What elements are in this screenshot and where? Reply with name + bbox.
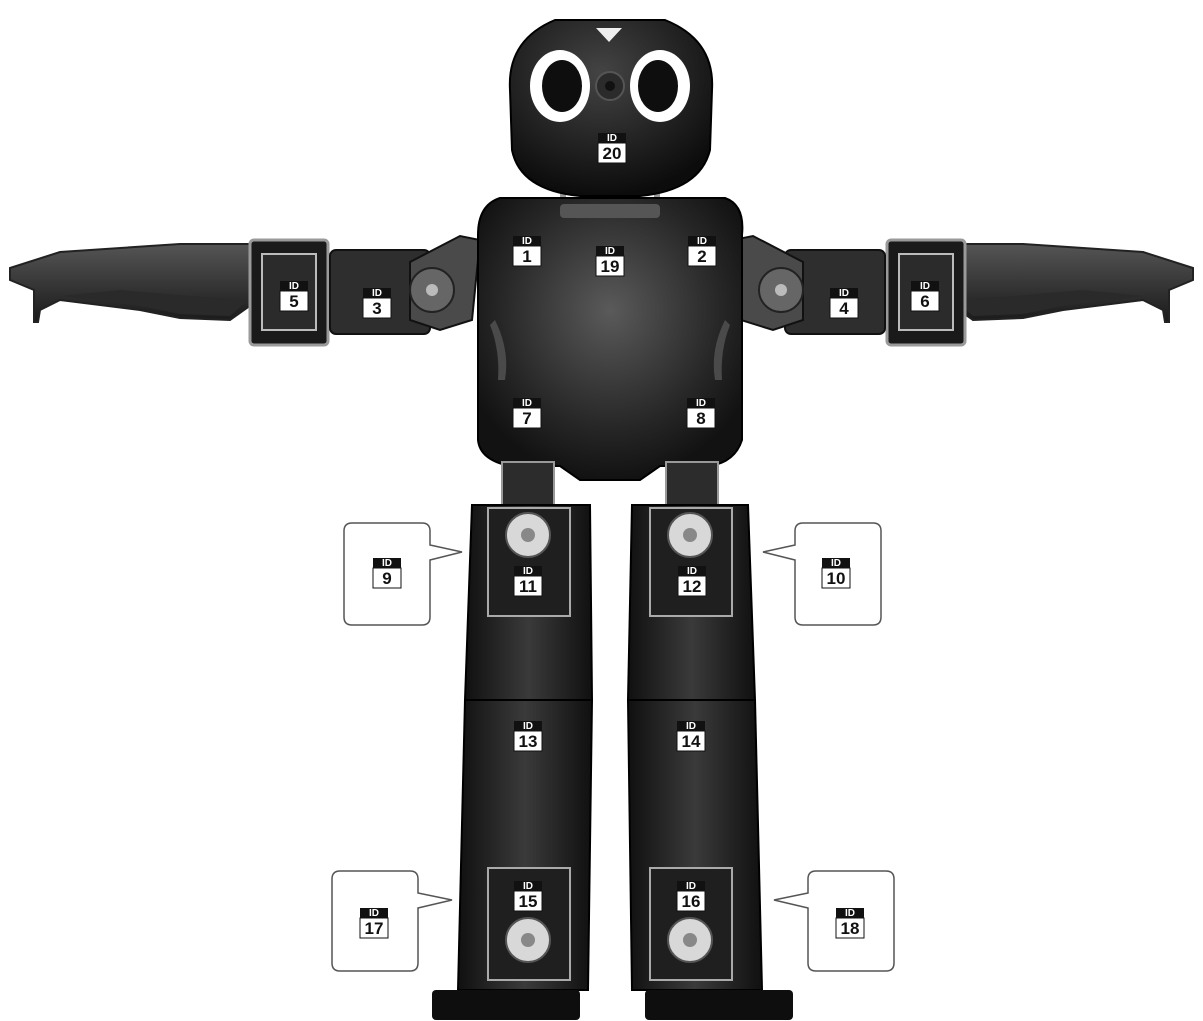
id-tag-label: ID — [920, 281, 930, 292]
callout-9 — [344, 523, 462, 625]
camera-lens — [605, 81, 615, 91]
id-tag-9: ID9 — [373, 558, 401, 588]
id-tag-number: 15 — [519, 892, 538, 911]
right-hip-hub — [683, 528, 697, 542]
id-tag-number: 7 — [522, 409, 531, 428]
left-hip-hub — [521, 528, 535, 542]
id-tag-label: ID — [372, 288, 382, 299]
id-tag-label: ID — [687, 566, 697, 577]
id-tag-label: ID — [605, 246, 615, 257]
id-tag-number: 16 — [682, 892, 701, 911]
id-tag-label: ID — [686, 881, 696, 892]
id-tag-label: ID — [523, 881, 533, 892]
id-tag-label: ID — [845, 908, 855, 919]
id-tag-number: 17 — [365, 919, 384, 938]
id-tag-label: ID — [382, 558, 392, 569]
id-tag-label: ID — [696, 398, 706, 409]
id-tag-number: 2 — [697, 247, 706, 266]
left-foot — [432, 990, 580, 1020]
head — [510, 20, 712, 206]
id-tag-2: ID2 — [688, 236, 716, 266]
id-tag-label: ID — [686, 721, 696, 732]
id-tag-number: 20 — [603, 144, 622, 163]
id-tag-label: ID — [369, 908, 379, 919]
callout-17 — [332, 871, 452, 971]
id-tag-8: ID8 — [687, 398, 715, 428]
left-leg — [432, 462, 592, 1020]
id-tag-label: ID — [523, 566, 533, 577]
id-tag-number: 3 — [372, 299, 381, 318]
torso-top-strip — [560, 204, 660, 218]
right-hip-bracket — [666, 462, 718, 510]
id-tag-number: 10 — [827, 569, 846, 588]
right-eye-pupil — [638, 60, 678, 112]
id-tag-label: ID — [831, 558, 841, 569]
id-tag-number: 18 — [841, 919, 860, 938]
callout-18 — [774, 871, 894, 971]
id-tag-1: ID1 — [513, 236, 541, 266]
id-tag-label: ID — [523, 721, 533, 732]
id-tag-4: ID4 — [830, 288, 858, 318]
id-tag-number: 13 — [519, 732, 538, 751]
id-tag-3: ID3 — [363, 288, 391, 318]
left-hip-bracket — [502, 462, 554, 510]
id-tag-number: 12 — [683, 577, 702, 596]
id-tag-5: ID5 — [280, 281, 308, 311]
id-tag-number: 11 — [519, 577, 537, 596]
id-tag-number: 9 — [382, 569, 391, 588]
id-tag-number: 4 — [839, 299, 849, 318]
right-leg — [628, 462, 793, 1020]
id-tag-number: 14 — [682, 732, 701, 751]
id-tag-label: ID — [522, 398, 532, 409]
left-eye-pupil — [542, 60, 582, 112]
left-shoulder-hub — [426, 284, 438, 296]
left-ankle-hub — [521, 933, 535, 947]
id-tag-7: ID7 — [513, 398, 541, 428]
right-ankle-hub — [683, 933, 697, 947]
id-tag-number: 1 — [522, 247, 531, 266]
id-tag-label: ID — [289, 281, 299, 292]
id-tag-label: ID — [839, 288, 849, 299]
right-arm — [733, 236, 1193, 345]
right-shoulder-hub — [775, 284, 787, 296]
id-tag-number: 8 — [696, 409, 705, 428]
id-tag-label: ID — [697, 236, 707, 247]
id-tag-6: ID6 — [911, 281, 939, 311]
id-tag-number: 5 — [289, 292, 298, 311]
left-arm — [10, 236, 480, 345]
id-tag-label: ID — [522, 236, 532, 247]
right-foot — [645, 990, 793, 1020]
id-tag-label: ID — [607, 133, 617, 144]
id-tag-number: 6 — [920, 292, 929, 311]
id-tag-number: 19 — [601, 257, 620, 276]
id-tag-14: ID14 — [677, 721, 705, 751]
